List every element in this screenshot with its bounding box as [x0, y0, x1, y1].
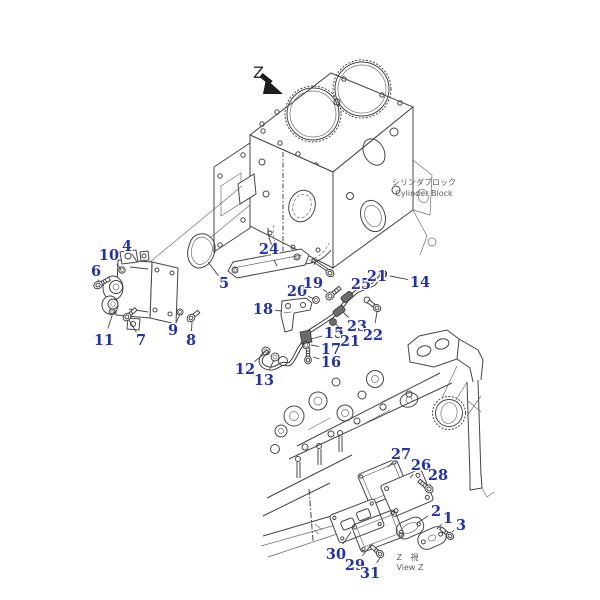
- part-callout-24: 24: [259, 241, 279, 258]
- pump-bolts-washers: [93, 266, 201, 323]
- gasket-2: [395, 516, 425, 540]
- leader-line-8: [191, 321, 193, 332]
- part-callout-18: 18: [253, 301, 273, 318]
- z-marker-label: Z: [253, 63, 264, 82]
- bolt-28: [417, 478, 434, 494]
- view-z-label-japanese: Z 視: [396, 553, 421, 562]
- bolt-19: [325, 285, 342, 301]
- gasket-5: [187, 233, 216, 269]
- bolt-6: [93, 276, 111, 290]
- leader-line-22: [374, 311, 378, 324]
- leader-line-16: [312, 356, 320, 360]
- upper-cylinder-block-drawing: [149, 59, 437, 269]
- part-callout-8: 8: [186, 332, 196, 349]
- pipe-clamp-23: [332, 304, 346, 318]
- bolt-3: [439, 526, 455, 541]
- bracket-24: [227, 248, 335, 279]
- pump-assembly-4: [101, 249, 179, 331]
- bolt-22: [363, 296, 382, 313]
- leader-line-20: [307, 295, 315, 300]
- pipe-nut-21-upper: [378, 269, 388, 279]
- leader-line-11: [107, 315, 113, 329]
- washer-11: [108, 308, 116, 316]
- leader-line-4: [131, 253, 138, 263]
- part-callout-5: 5: [219, 275, 229, 292]
- leader-line-19: [322, 289, 328, 293]
- part-callout-7: 7: [136, 332, 146, 349]
- washer-10: [118, 266, 126, 274]
- part-callout-4: 4: [122, 238, 132, 255]
- part-callout-1: 1: [443, 510, 453, 527]
- lower-cylinder-block-drawing: [260, 329, 495, 558]
- leader-line-10: [116, 263, 122, 270]
- part-callout-26: 26: [411, 457, 431, 474]
- pipe-union-15: [299, 329, 313, 345]
- block-label-japanese: シリンダブロック: [392, 177, 456, 187]
- leader-line-13: [268, 359, 275, 370]
- part-callout-27: 27: [391, 446, 411, 463]
- part-callout-21b: 21: [340, 333, 360, 350]
- leader-line-26: [409, 473, 414, 479]
- leader-line-29: [362, 544, 372, 556]
- part-callout-17: 17: [321, 341, 341, 358]
- part-callout-22: 22: [363, 327, 383, 344]
- part-callout-10: 10: [99, 247, 119, 264]
- part-callout-11: 11: [94, 332, 114, 349]
- leader-line-18: [274, 309, 283, 312]
- leader-line-7: [128, 319, 137, 333]
- leader-line-17: [310, 344, 320, 348]
- part-callout-9: 9: [168, 322, 178, 339]
- part-callout-2: 2: [431, 503, 441, 520]
- leader-line-24: [273, 259, 278, 267]
- bolt-31: [369, 544, 385, 559]
- leader-line-5: [207, 261, 219, 277]
- leader-line-28: [429, 484, 431, 486]
- part-callout-29: 29: [345, 557, 365, 574]
- leader-line-27: [387, 462, 393, 468]
- part-callout-12: 12: [235, 361, 255, 378]
- pipe-end-nuts: [261, 346, 280, 362]
- leader-line-9: [176, 313, 181, 322]
- gasket-29: [351, 509, 405, 553]
- bolt-16: [304, 347, 312, 365]
- part-callout-30: 30: [326, 546, 346, 563]
- bolt-24-mounting: [310, 257, 335, 278]
- part-callout-16: 16: [321, 354, 341, 371]
- leader-line-25: [349, 292, 353, 296]
- leader-line-23: [342, 311, 349, 318]
- leader-line-21b: [335, 323, 343, 332]
- z-direction-arrow: [259, 73, 283, 94]
- part-callout-23: 23: [347, 318, 367, 335]
- leader-line-2: [416, 515, 429, 524]
- cover-plate-26: [380, 469, 434, 517]
- washer-20: [312, 296, 320, 304]
- bolt-7: [122, 307, 138, 322]
- part-callout-20: 20: [287, 283, 307, 300]
- block-label-english: Cylinder Block: [395, 189, 453, 198]
- part-callout-14: 14: [410, 274, 430, 291]
- bolt-8: [186, 309, 201, 323]
- pipe-nut-21-lower: [329, 318, 337, 326]
- part-callout-19: 19: [303, 275, 323, 292]
- part-callout-21a: 21: [367, 268, 387, 285]
- leader-line-15: [310, 335, 323, 340]
- leader-line-3: [451, 530, 455, 533]
- part-callout-6: 6: [91, 263, 101, 280]
- leader-line-31: [376, 557, 381, 564]
- part-callout-13: 13: [254, 372, 274, 389]
- cover-plate-30: [329, 498, 385, 544]
- leader-line-12: [254, 353, 265, 362]
- fuel-pipe-14: [258, 269, 388, 371]
- bracket-18: [280, 297, 313, 333]
- view-z-label-english: View Z: [396, 563, 424, 572]
- leader-line-1: [436, 524, 442, 530]
- part-callout-3: 3: [456, 517, 466, 534]
- part-callout-25: 25: [351, 276, 371, 293]
- part-callout-31: 31: [360, 565, 380, 582]
- leader-line-14: [389, 275, 409, 281]
- leader-line-30: [342, 531, 352, 545]
- part-callout-28: 28: [428, 467, 448, 484]
